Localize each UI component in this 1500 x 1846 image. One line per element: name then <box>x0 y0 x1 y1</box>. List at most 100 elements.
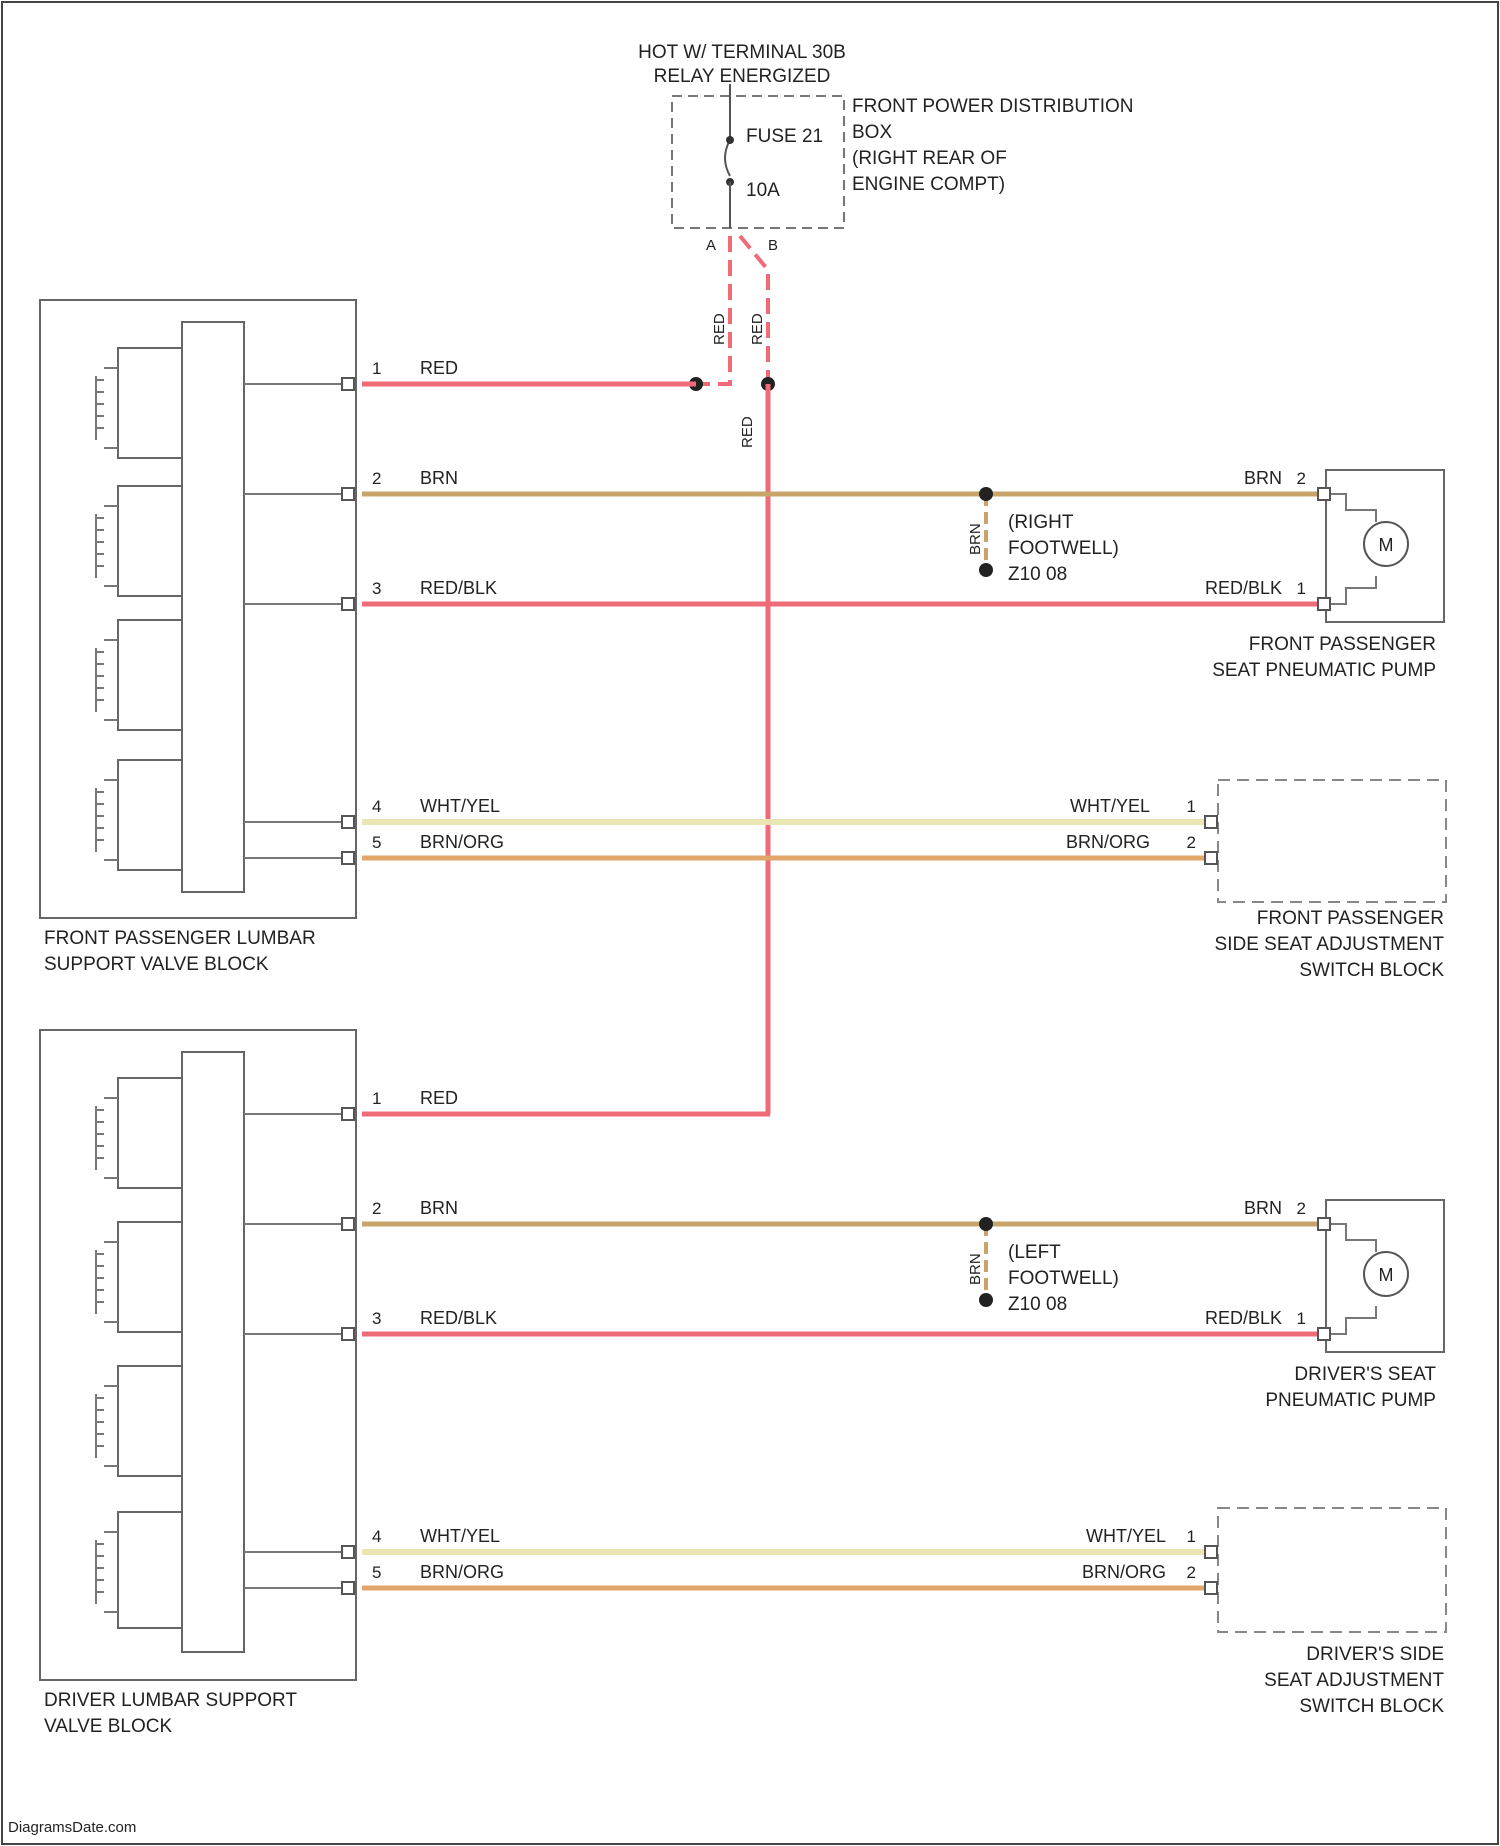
pin-terminal <box>1318 1218 1330 1230</box>
pin-terminal <box>342 816 354 828</box>
right-ground-icon <box>979 563 993 577</box>
left-ground-wire: BRN <box>967 1253 984 1285</box>
pin-terminal <box>1205 1582 1217 1594</box>
valve-icon <box>118 620 182 730</box>
dr-pin-3-wire: RED/BLK <box>420 1308 497 1328</box>
fp-pin-5-wire: BRN/ORG <box>420 832 504 852</box>
fuse-rating: 10A <box>746 180 780 201</box>
fp-pin-4-wire: WHT/YEL <box>420 796 500 816</box>
fp-pump-pin-1-wire: RED/BLK <box>1205 578 1282 598</box>
fuse-box: FRONT POWER DISTRIBUTION BOX (RIGHT REAR… <box>672 84 1133 254</box>
fuse-label: FUSE 21 <box>746 126 823 147</box>
pin-terminal <box>342 488 354 500</box>
pin-terminal <box>342 1546 354 1558</box>
front-passenger-switch-block: WHT/YEL 1 BRN/ORG 2 FRONT PASSENGER SIDE… <box>1066 780 1446 981</box>
fp-valve-4 <box>96 760 182 870</box>
dr-block-name-line1: DRIVER LUMBAR SUPPORT <box>44 1690 297 1711</box>
valve-icon <box>118 1078 182 1188</box>
fuse-node-top <box>726 136 734 144</box>
right-ground-location-line1: (RIGHT <box>1008 512 1074 533</box>
pin-terminal <box>342 378 354 390</box>
fuse-branch-pin-a: A <box>706 237 716 254</box>
branch-wire-a-label: RED <box>711 313 728 345</box>
left-ground-splice <box>979 1217 993 1231</box>
fuse-branch-pin-b: B <box>768 237 778 254</box>
dr-switch-name-line3: SWITCH BLOCK <box>1299 1696 1444 1717</box>
fp-switch-pin-2-wire: BRN/ORG <box>1066 832 1150 852</box>
fp-pump-pin-1-num: 1 <box>1297 579 1306 598</box>
dr-motor-symbol: M <box>1379 1265 1394 1285</box>
dr-switch-pin-2-num: 2 <box>1187 1563 1196 1582</box>
valve-coil-icon <box>96 1532 118 1612</box>
dr-valve-2 <box>96 1222 182 1332</box>
dr-block-manifold <box>182 1052 244 1652</box>
pin-terminal <box>342 1328 354 1340</box>
fp-switch-outline <box>1218 780 1446 902</box>
right-ground-id: Z10 08 <box>1008 564 1067 585</box>
fuse-box-name-line2: BOX <box>852 122 892 143</box>
pin-terminal <box>342 1218 354 1230</box>
branch-wire-b <box>740 236 768 384</box>
valve-coil-icon <box>96 1098 118 1178</box>
left-ground-location-line2: FOOTWELL) <box>1008 1268 1119 1289</box>
dr-pin-4-wire: WHT/YEL <box>420 1526 500 1546</box>
dr-pump-pin-2-num: 2 <box>1297 1199 1306 1218</box>
watermark: DiagramsDate.com <box>8 1819 136 1836</box>
fp-pin-1-wire: RED <box>420 358 458 378</box>
fp-pin-2-wire: BRN <box>420 468 458 488</box>
branch-wire-a <box>700 236 730 384</box>
fp-pin-5-num: 5 <box>372 833 381 852</box>
dr-pin-5-wire: BRN/ORG <box>420 1562 504 1582</box>
fp-pump-pin-2-wire: BRN <box>1244 468 1282 488</box>
dr-pin-2-wire: BRN <box>420 1198 458 1218</box>
right-ground-location-line2: FOOTWELL) <box>1008 538 1119 559</box>
valve-coil-icon <box>96 780 118 860</box>
dr-valve-1 <box>96 1078 182 1188</box>
dr-switch-outline <box>1218 1508 1446 1632</box>
dr-pin-terminals <box>342 1108 354 1594</box>
dr-block-name-line2: VALVE BLOCK <box>44 1716 172 1737</box>
valve-icon <box>118 486 182 596</box>
valve-icon <box>118 1222 182 1332</box>
branch-wire-b-label: RED <box>749 313 766 345</box>
power-source: HOT W/ TERMINAL 30B RELAY ENERGIZED <box>638 42 846 87</box>
dr-pin-leads <box>244 1114 350 1588</box>
dr-pump-pin-2-wire: BRN <box>1244 1198 1282 1218</box>
valve-coil-icon <box>96 1242 118 1322</box>
dr-pin-2-num: 2 <box>372 1199 381 1218</box>
fuse-box-name-line4: ENGINE COMPT) <box>852 174 1005 195</box>
driver-switch-block: WHT/YEL 1 BRN/ORG 2 DRIVER'S SIDE SEAT A… <box>1082 1508 1446 1717</box>
right-ground-wire: BRN <box>967 523 984 555</box>
fp-valve-1 <box>96 348 182 458</box>
fp-pin-4-num: 4 <box>372 797 381 816</box>
right-ground-splice <box>979 487 993 501</box>
pin-terminal <box>1205 852 1217 864</box>
left-ground-icon <box>979 1293 993 1307</box>
pin-terminal <box>1318 1328 1330 1340</box>
fp-switch-pin-2-num: 2 <box>1187 833 1196 852</box>
dr-pump-name-line1: DRIVER'S SEAT <box>1294 1364 1436 1385</box>
fp-switch-pin-1-num: 1 <box>1187 797 1196 816</box>
fp-pump-name-line1: FRONT PASSENGER <box>1249 634 1436 655</box>
dr-pump-pin-1-wire: RED/BLK <box>1205 1308 1282 1328</box>
front-passenger-valve-block: 1 RED 2 BRN 3 RED/BLK 4 WHT/YEL 5 BRN/OR… <box>40 300 504 975</box>
driver-wires <box>362 1114 1318 1588</box>
power-source-line2: RELAY ENERGIZED <box>654 66 831 87</box>
pin-terminal <box>1318 598 1330 610</box>
fp-block-name-line2: SUPPORT VALVE BLOCK <box>44 954 269 975</box>
fp-switch-name-line1: FRONT PASSENGER <box>1257 908 1444 929</box>
pin-terminal <box>342 1582 354 1594</box>
fuse-branch-wires: RED RED RED <box>689 236 775 448</box>
fp-pin-3-wire: RED/BLK <box>420 578 497 598</box>
pin-terminal <box>1205 816 1217 828</box>
dr-pin-1-wire: RED <box>420 1088 458 1108</box>
fuse-element-icon <box>725 140 730 176</box>
fp-valve-2 <box>96 486 182 596</box>
fp-switch-pin-1-wire: WHT/YEL <box>1070 796 1150 816</box>
fp-pump-name-line2: SEAT PNEUMATIC PUMP <box>1212 660 1436 681</box>
front-passenger-pump: M BRN 2 RED/BLK 1 FRONT PASSENGER SEAT P… <box>1205 468 1444 681</box>
dr-pump-name-line2: PNEUMATIC PUMP <box>1265 1390 1436 1411</box>
fuse-box-name-line1: FRONT POWER DISTRIBUTION <box>852 96 1133 117</box>
left-ground-location-line1: (LEFT <box>1008 1242 1061 1263</box>
